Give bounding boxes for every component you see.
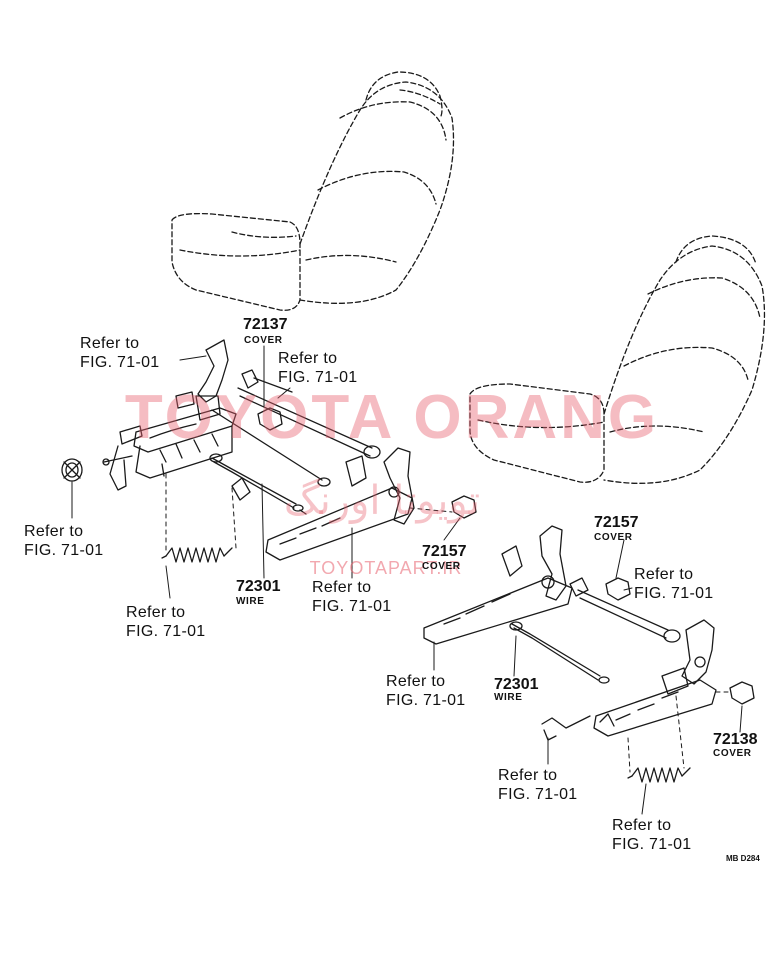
part-number-72138: 72138: [713, 731, 758, 748]
right-cover-72157-shape: [606, 578, 630, 600]
right-spring: [628, 768, 690, 782]
right-wire-72301-shape: [510, 622, 609, 683]
left-rods: [212, 370, 380, 486]
left-cover-72157-shape: [452, 496, 476, 518]
refer-right-rail: Refer to FIG. 71-01: [386, 673, 466, 709]
refer-right-upper: Refer to FIG. 71-01: [634, 566, 714, 602]
left-cover-72137-shape: [258, 408, 282, 430]
refer-right-lever: Refer to FIG. 71-01: [498, 767, 578, 803]
refer-right-spring: Refer to FIG. 71-01: [612, 817, 692, 853]
leader-lines: [72, 346, 742, 814]
right-seat-outline: [470, 236, 764, 483]
right-cover-72138-shape: [730, 682, 754, 704]
left-lower-rail: [232, 448, 414, 560]
refer-left-upper: Refer to FIG. 71-01: [80, 335, 160, 371]
right-rods: [570, 578, 680, 642]
left-knob-cap: [62, 459, 82, 481]
part-name-72137: COVER: [244, 335, 283, 346]
right-lower-bracket: [594, 620, 716, 736]
part-name-72157-left: COVER: [422, 561, 461, 572]
refer-left-rail: Refer to FIG. 71-01: [312, 579, 392, 615]
left-spring: [162, 548, 232, 562]
part-name-72301-left: WIRE: [236, 596, 265, 607]
right-assembly-guides: [628, 692, 730, 772]
left-assembly-guides: [166, 474, 452, 550]
part-number-72157-left: 72157: [422, 543, 467, 560]
refer-center-upper: Refer to FIG. 71-01: [278, 350, 358, 386]
right-rail-assembly: [424, 526, 572, 644]
part-number-72157-right: 72157: [594, 514, 639, 531]
watermark-latin: TOYOTA ORANG: [124, 383, 660, 452]
left-wire-72301-shape: [210, 454, 306, 514]
part-number-72137: 72137: [243, 316, 288, 333]
part-name-72157-right: COVER: [594, 532, 633, 543]
left-seat-adjuster: [103, 340, 236, 490]
watermark-url: TOYOTAPART.IR: [309, 558, 463, 578]
part-name-72301-right: WIRE: [494, 692, 523, 703]
part-number-72301-left: 72301: [236, 578, 281, 595]
left-seat-outline: [172, 72, 454, 310]
watermark-persian: تویوتا اورنگ: [283, 478, 481, 524]
refer-left-spring: Refer to FIG. 71-01: [126, 604, 206, 640]
right-lever: [542, 716, 590, 740]
refer-left-cap: Refer to FIG. 71-01: [24, 523, 104, 559]
drawing-code: MB D284: [726, 854, 760, 863]
part-number-72301-right: 72301: [494, 676, 539, 693]
part-name-72138: COVER: [713, 748, 752, 759]
